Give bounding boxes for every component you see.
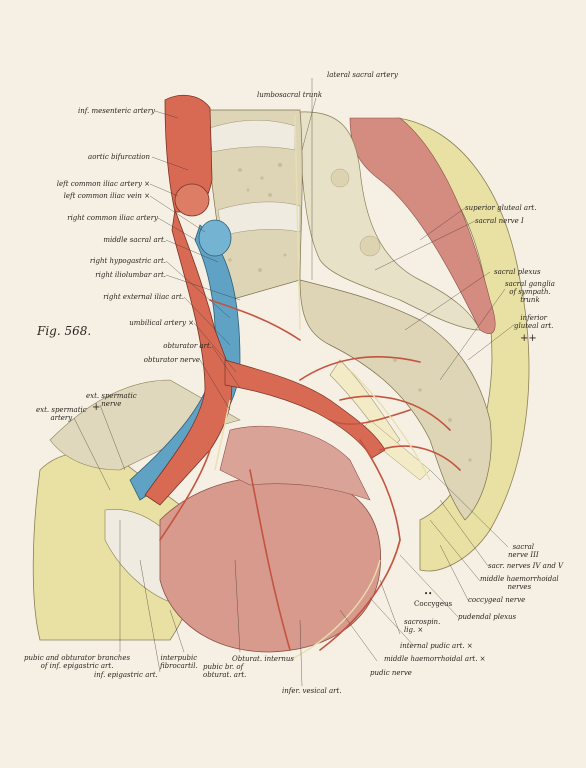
label-umbilical-artery: umbilical artery × <box>129 319 194 327</box>
plus-mark: + <box>92 402 101 413</box>
label-infer-vesical-art: infer. vesical art. <box>282 687 342 695</box>
hypogastric-artery <box>224 359 386 459</box>
label-lumbosacral-trunk: lumbosacral trunk <box>257 91 323 99</box>
label-middle-haemorrhoidal-nerves: middle haemorrhoidal nerves <box>480 575 559 591</box>
label-internal-pudic-art: internal pudic art. × <box>400 642 473 650</box>
left-common-iliac-artery-section <box>174 183 210 217</box>
label-pudic-nerve: pudic nerve <box>370 669 412 677</box>
label-obturat-internus: Obturat. internus <box>232 655 294 663</box>
label-middle-sacral-art: middle sacral art. <box>103 236 166 244</box>
label-right-external-iliac-art: right external iliac art. <box>103 293 184 301</box>
label-pubic-br-obturat: pubic br. of obturat. art. <box>203 663 247 679</box>
double-dot-mark: •• <box>424 590 433 598</box>
figure-label: Fig. 568. <box>37 324 92 338</box>
label-aortic-bifurcation: aortic bifurcation <box>88 153 150 161</box>
label-superior-gluteal-art: superior gluteal art. <box>465 204 537 212</box>
label-coccygeal-nerve: coccygeal nerve <box>468 596 526 604</box>
left-common-iliac-vein-section <box>198 219 232 257</box>
ilium-wing <box>299 111 481 331</box>
label-ext-spermatic-artery: ext. spermatic artery <box>36 406 87 422</box>
label-sacr-nerves-iv-v: sacr. nerves IV and V <box>488 562 564 570</box>
label-inf-epigastric-art: inf. epigastric art. <box>94 671 158 679</box>
nerve-lines <box>214 114 431 661</box>
label-pubic-obturator-branches: pubic and obturator branches of inf. epi… <box>24 654 131 670</box>
bone-texture <box>228 162 472 462</box>
label-sacral-nerve-i: sacral nerve I <box>475 217 524 225</box>
label-inferior-gluteal-art: inferior gluteal art. <box>514 314 554 330</box>
label-sacrospin-lig: sacrospin. lig. × <box>404 618 441 634</box>
levator-muscle <box>219 425 371 501</box>
double-plus-mark: ++ <box>520 333 537 344</box>
label-sacral-plexus: sacral plexus <box>494 268 541 276</box>
label-middle-haemorrhoidal-art: middle haemorrhoidal art. × <box>384 655 486 663</box>
intervertebral-disc-2 <box>217 201 301 237</box>
leader-lines <box>73 78 516 687</box>
label-right-iliolumbar-art: right iliolumbar art. <box>95 271 166 279</box>
label-ext-spermatic-nerve: ext. spermatic nerve <box>86 392 137 408</box>
label-lateral-sacral-artery: lateral sacral artery <box>327 71 398 79</box>
label-left-common-iliac-artery: left common iliac artery × <box>56 180 150 188</box>
label-sacral-ganglia: sacral ganglia of sympath. trunk <box>505 280 555 304</box>
label-obturator-art: obturator art. <box>163 342 212 350</box>
label-interpubic-fibrocartil: interpubic fibrocartil. <box>160 654 198 670</box>
label-left-common-iliac-vein: left common iliac vein × <box>63 192 150 200</box>
arterial-branches <box>159 299 461 651</box>
label-coccygeus: Coccygeus <box>414 600 453 608</box>
label-right-common-iliac-artery: right common iliac artery <box>67 214 158 222</box>
label-sacral-nerve-iii: sacral nerve III <box>508 543 539 559</box>
label-pudendal-plexus: pudendal plexus <box>458 613 517 621</box>
intervertebral-disc-1 <box>209 120 296 153</box>
label-right-hypogastric-art: right hypogastric art. <box>89 257 166 265</box>
label-inf-mesenteric-artery: inf. mesenteric artery <box>77 107 155 115</box>
label-obturator-nerve: obturator nerve <box>143 356 200 364</box>
